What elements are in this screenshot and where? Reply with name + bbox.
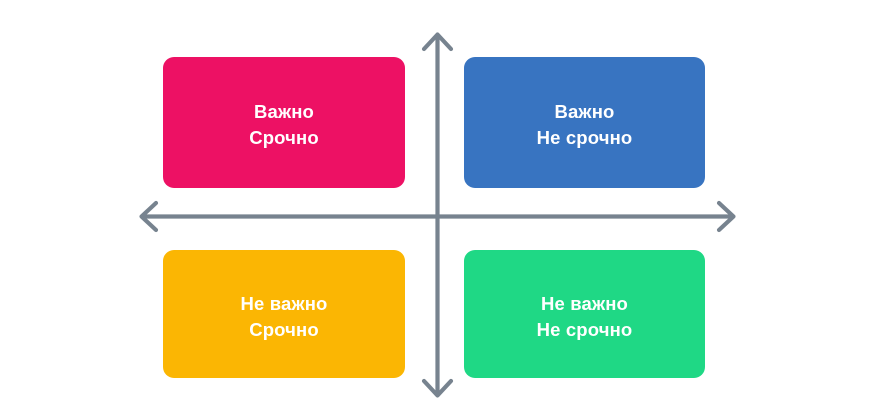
arrow-up-icon	[421, 32, 454, 52]
arrow-down-icon	[421, 378, 454, 398]
quadrant-label-line-2: Срочно	[249, 126, 319, 148]
quadrant-label-line-2: Срочно	[249, 318, 319, 340]
quadrant-label-line-2: Не срочно	[536, 318, 633, 340]
quadrant-important-urgent[interactable]: Важно Срочно	[163, 57, 405, 188]
quadrant-label-not-important-not-urgent: Не важно Не срочно	[537, 291, 633, 343]
arrow-right-icon	[716, 200, 736, 233]
quadrant-label-important-not-urgent: Важно Не срочно	[537, 99, 633, 151]
quadrant-important-not-urgent[interactable]: Важно Не срочно	[464, 57, 705, 188]
quadrant-label-not-important-urgent: Не важно Срочно	[241, 291, 328, 343]
quadrant-label-line-1: Важно	[254, 100, 314, 122]
quadrant-label-line-1: Важно	[554, 100, 615, 122]
quadrant-label-important-urgent: Важно Срочно	[249, 99, 319, 151]
quadrant-label-line-2: Не срочно	[536, 126, 633, 148]
arrow-left-icon	[139, 200, 159, 233]
quadrant-not-important-urgent[interactable]: Не важно Срочно	[163, 250, 405, 378]
quadrant-label-line-1: Не важно	[240, 292, 328, 314]
quadrant-not-important-not-urgent[interactable]: Не важно Не срочно	[464, 250, 705, 378]
quadrant-label-line-1: Не важно	[540, 292, 628, 314]
